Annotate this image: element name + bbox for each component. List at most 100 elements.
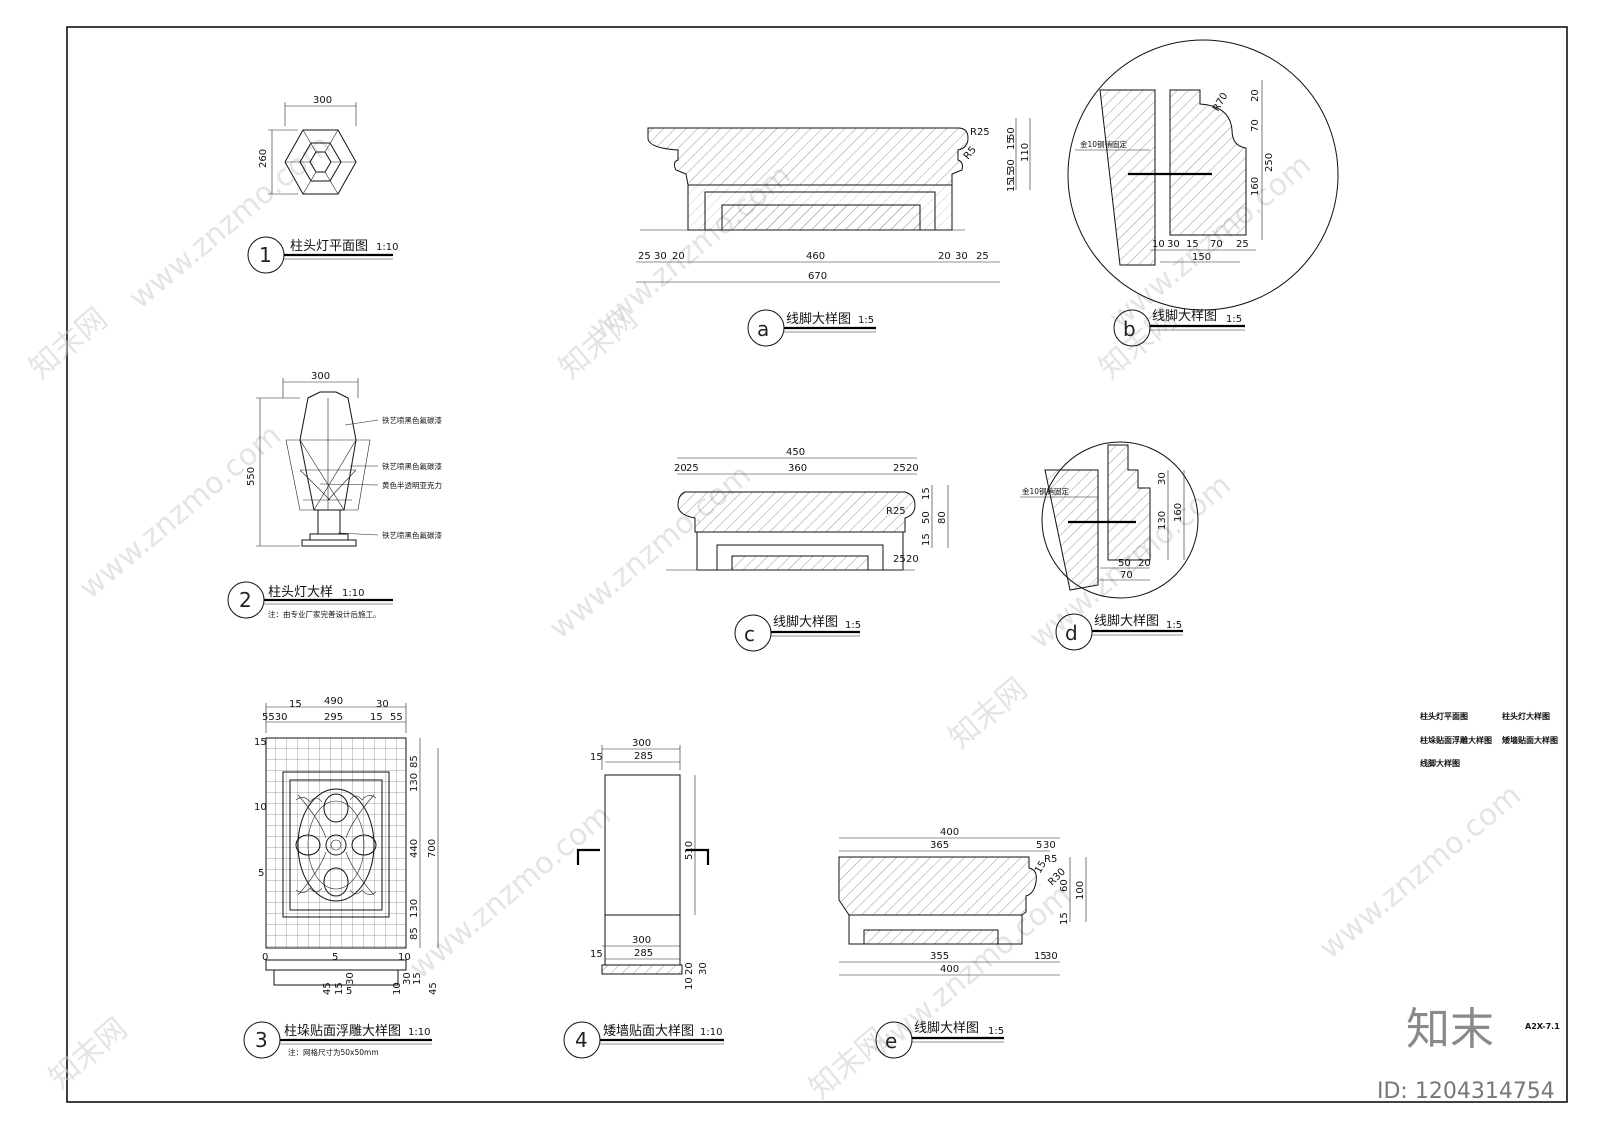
svg-text:15: 15: [289, 699, 302, 710]
svg-text:30: 30: [1006, 159, 1017, 172]
svg-text:R5: R5: [1044, 854, 1057, 865]
svg-text:70: 70: [1250, 119, 1261, 132]
watermark-text: www.znzmo.com: [123, 128, 338, 317]
detail-2-lamp-elevation: 300 550 铁艺喷黑色氟碳漆 铁艺喷黑色氟碳漆 黄色半透明亚克力 铁艺喷黑色…: [227, 371, 442, 619]
svg-text:3: 3: [255, 1028, 268, 1052]
svg-text:50: 50: [921, 511, 932, 524]
svg-text:45: 45: [428, 982, 439, 995]
svg-text:15: 15: [590, 949, 603, 960]
drawing-index: 柱头灯平面图 柱头灯大样图 柱垛贴面浮雕大样图 矮墙贴面大样图 线脚大样图: [1420, 711, 1558, 768]
svg-text:30: 30: [1043, 840, 1056, 851]
detail-title: 线脚大样图: [914, 1020, 979, 1036]
relief-ornament: [295, 788, 377, 902]
svg-text:5: 5: [346, 986, 352, 997]
svg-text:15: 15: [1186, 239, 1199, 250]
svg-text:矮墙贴面大样图: 矮墙贴面大样图: [1501, 735, 1558, 745]
svg-text:85: 85: [409, 755, 420, 768]
detail-a-moulding: R25 50 15 110 30 15 R5 15 25 30 20 460 2…: [636, 118, 1031, 347]
svg-text:铁艺喷黑色氟碳漆: 铁艺喷黑色氟碳漆: [382, 461, 442, 471]
svg-text:295: 295: [324, 712, 343, 723]
svg-text:15: 15: [921, 487, 932, 500]
watermark-brand: 知末网: [23, 301, 114, 386]
detail-title: 线脚大样图: [773, 614, 838, 630]
svg-text:铁艺喷黑色氟碳漆: 铁艺喷黑色氟碳漆: [382, 530, 442, 540]
watermark-text: www.znzmo.com: [403, 798, 618, 987]
svg-text:15: 15: [921, 533, 932, 546]
svg-text:1:5: 1:5: [988, 1026, 1004, 1037]
svg-text:5: 5: [1036, 840, 1042, 851]
detail-3-relief-panel: 490 15 30 5530 295 15 55 85 130 440 700 …: [243, 696, 439, 1059]
svg-text:e: e: [885, 1029, 897, 1053]
svg-text:1: 1: [259, 243, 272, 267]
svg-text:10: 10: [684, 977, 695, 990]
svg-text:670: 670: [808, 271, 827, 282]
detail-e-moulding: 400 365 5 30 R5 15 R30 60 15 100 355 15 …: [838, 827, 1087, 1059]
detail-title: 柱垛贴面浮雕大样图: [284, 1024, 401, 1039]
svg-text:0: 0: [262, 952, 268, 963]
svg-text:10: 10: [1152, 239, 1165, 250]
svg-text:15: 15: [1034, 951, 1047, 962]
svg-text:460: 460: [806, 251, 825, 262]
svg-text:450: 450: [786, 447, 805, 458]
id-label: ID: 1204314754: [1377, 1079, 1555, 1104]
svg-text:490: 490: [324, 696, 343, 707]
svg-text:25: 25: [1236, 239, 1249, 250]
svg-text:130: 130: [409, 899, 420, 918]
svg-text:15: 15: [1006, 179, 1017, 192]
svg-text:285: 285: [634, 751, 653, 762]
svg-text:柱垛贴面浮雕大样图: 柱垛贴面浮雕大样图: [1420, 735, 1492, 745]
svg-text:R25: R25: [886, 506, 906, 517]
svg-text:355: 355: [930, 951, 949, 962]
svg-text:5: 5: [258, 868, 264, 879]
svg-text:1:5: 1:5: [858, 315, 874, 326]
watermark-text: www.znzmo.com: [543, 458, 758, 647]
detail-note: 注：网格尺寸为50x50mm: [288, 1047, 379, 1057]
svg-text:30: 30: [1157, 472, 1168, 485]
watermark-text: www.znzmo.com: [1313, 778, 1528, 967]
svg-text:700: 700: [427, 839, 438, 858]
svg-text:30: 30: [402, 972, 413, 985]
watermark-text: www.znzmo.com: [73, 418, 288, 607]
svg-text:20: 20: [684, 962, 695, 975]
svg-text:25: 25: [686, 463, 699, 474]
detail-4-low-wall: 300 285 15 510 300 285 15 20 30 10 4 矮墙贴…: [563, 738, 724, 1059]
detail-note: 注：由专业厂家完善设计后施工。: [268, 609, 381, 619]
svg-text:15: 15: [1059, 912, 1070, 925]
svg-text:300: 300: [632, 935, 651, 946]
svg-text:线脚大样图: 线脚大样图: [1420, 758, 1460, 768]
svg-text:1:5: 1:5: [1226, 314, 1242, 325]
svg-text:285: 285: [634, 948, 653, 959]
detail-1-lamp-plan: 300 260 1 柱头灯平面图 1:10: [247, 95, 398, 274]
detail-marker-e: [875, 1021, 913, 1059]
sheet-number: A2X-7.1: [1525, 1022, 1560, 1031]
svg-text:60: 60: [1059, 879, 1070, 892]
svg-text:5: 5: [332, 952, 338, 963]
svg-text:130: 130: [409, 773, 420, 792]
svg-text:15: 15: [254, 737, 267, 748]
svg-text:b: b: [1123, 317, 1136, 341]
svg-text:400: 400: [940, 964, 959, 975]
svg-text:10: 10: [398, 952, 411, 963]
svg-text:70: 70: [1210, 239, 1223, 250]
svg-text:R70: R70: [1211, 91, 1230, 114]
svg-text:30: 30: [654, 251, 667, 262]
svg-text:20: 20: [672, 251, 685, 262]
detail-title: 线脚大样图: [1152, 308, 1217, 324]
svg-text:25: 25: [893, 554, 906, 565]
svg-text:20: 20: [674, 463, 687, 474]
detail-marker-b: [1113, 309, 1151, 347]
svg-text:30: 30: [376, 699, 389, 710]
svg-text:30: 30: [345, 972, 356, 985]
svg-text:25: 25: [638, 251, 651, 262]
svg-text:15: 15: [1006, 169, 1017, 182]
svg-text:30: 30: [1167, 239, 1180, 250]
svg-text:30: 30: [698, 962, 709, 975]
svg-text:黄色半透明亚克力: 黄色半透明亚克力: [382, 480, 442, 490]
svg-text:510: 510: [684, 841, 695, 860]
svg-text:1:5: 1:5: [1166, 620, 1182, 631]
detail-d-moulding-section: 金10钢销固定 30 160 130 50 20 70 d 线脚大样图 1:5: [1020, 441, 1199, 651]
svg-text:5530: 5530: [262, 712, 287, 723]
svg-text:25: 25: [976, 251, 989, 262]
svg-text:160: 160: [1250, 177, 1261, 196]
svg-text:300: 300: [632, 738, 651, 749]
